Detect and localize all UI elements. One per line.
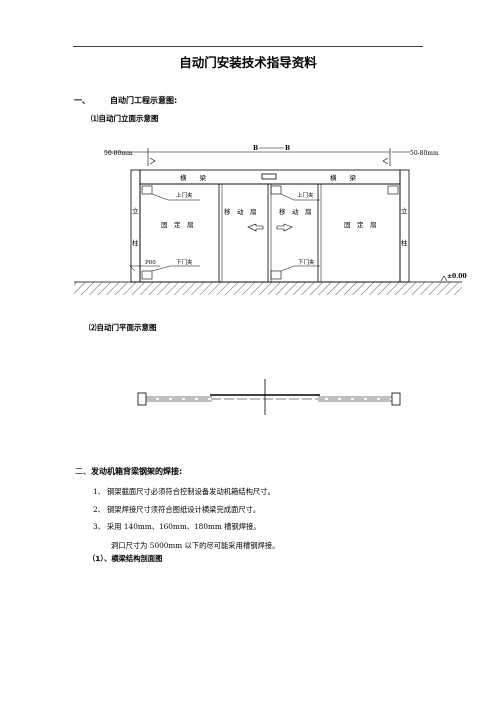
width-label-left: B xyxy=(253,145,258,152)
right-column xyxy=(399,169,410,283)
plan-left-column xyxy=(137,392,147,406)
note-text: 洞口尺寸为 5000mm 以下的尽可能采用槽钢焊接。 xyxy=(111,541,280,550)
width-label-right: B xyxy=(285,145,290,152)
elevation-diagram: 50-80mm 50-80mm B B 横 梁 横 梁 上门夹 上门夹 固 定 … xyxy=(74,145,467,295)
lower-clamp-right: 下门夹 xyxy=(298,258,315,266)
header-beam xyxy=(139,169,401,185)
right-column-top: 立 xyxy=(401,206,408,215)
moving-leaf-left: 移 动 扇 xyxy=(224,207,257,216)
upper-clamp-right: 上门夹 xyxy=(297,191,314,199)
lower-clamp-left: 下门夹 xyxy=(176,258,193,266)
beam-label-left: 横 梁 xyxy=(180,173,207,182)
section-2-title: 发动机箱背梁钢架的焊接: xyxy=(91,467,183,476)
fixed-leaf-right: 固 定 扇 xyxy=(344,220,377,229)
right-offset-dim: 50-80mm xyxy=(410,150,439,157)
header-rule xyxy=(73,46,423,47)
left-column xyxy=(130,169,141,283)
list-item: 1、钢架截面尺寸必须符合控制设备发动机箱结构尺寸。 xyxy=(93,487,275,496)
floor-hatch xyxy=(74,282,462,295)
section-1-number: 一、 xyxy=(74,96,90,105)
beam-label-right: 横 梁 xyxy=(330,173,357,182)
figure-1-title: ⑴自动门立面示意图 xyxy=(91,114,159,123)
arrow-right-icon xyxy=(276,223,293,232)
list-item: 2、钢架焊接尺寸须符合图纸设计横梁完成面尺寸。 xyxy=(93,505,261,514)
list-item: 3、采用 140mm、160mm、180mm 槽钢焊接。 xyxy=(93,522,261,531)
beam-motor-box xyxy=(261,173,277,180)
fixed-leaf-left: 固 定 扇 xyxy=(161,220,194,229)
document-title: 自动门安装技术指导资料 xyxy=(179,55,317,70)
arrow-left-icon xyxy=(247,223,264,232)
figure-2-title: ⑵自动门平面示意图 xyxy=(89,323,157,332)
left-offset-dim: 50-80mm xyxy=(104,150,133,157)
section-1-heading: 一、 自动门工程示意图: xyxy=(74,95,177,106)
plan-right-column xyxy=(391,392,401,406)
left-column-top: 立 xyxy=(132,206,139,215)
plan-diagram xyxy=(137,379,401,415)
subsection-title: （1）、横梁结构剖面图 xyxy=(88,554,163,563)
bottom-dimension: P00 xyxy=(145,260,156,266)
section-2-heading: 二、发动机箱背梁钢架的焊接: xyxy=(75,466,182,477)
upper-clamp-left: 上门夹 xyxy=(176,191,193,199)
moving-leaf-right: 移 动 扇 xyxy=(279,207,312,216)
level-mark: ±0.00 xyxy=(447,273,467,280)
section-1-title: 自动门工程示意图: xyxy=(110,96,178,105)
right-column-bottom: 柱 xyxy=(401,238,408,247)
left-column-bottom: 柱 xyxy=(132,238,139,247)
section-2-number: 二、 xyxy=(75,467,91,476)
